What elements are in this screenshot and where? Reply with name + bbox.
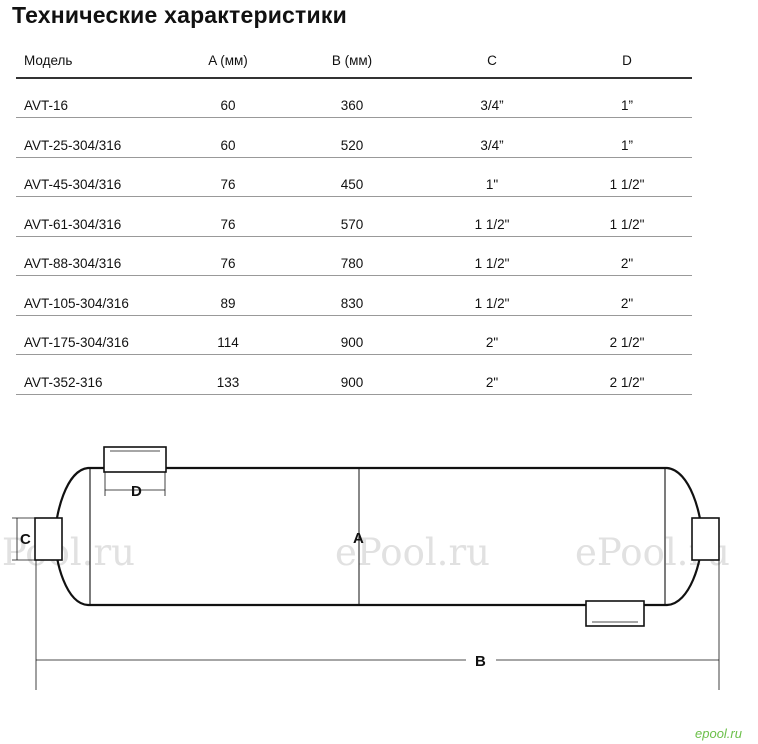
watermark: ePool.ru	[0, 531, 135, 574]
cell-c: 1 1/2"	[422, 196, 562, 237]
left-nozzle	[34, 517, 63, 561]
cell-model: AVT-45-304/316	[16, 157, 174, 197]
cell-model: AVT-352-316	[16, 354, 174, 395]
cell-d: 1 1/2"	[562, 157, 692, 197]
cell-d: 2"	[562, 275, 692, 316]
header-c: C	[422, 44, 562, 79]
dim-label-c: C	[20, 531, 31, 548]
cell-b: 570	[282, 196, 422, 237]
table-row: AVT-16 60 360 3/4” 1”	[16, 78, 692, 118]
dim-label-d: D	[131, 483, 142, 500]
cell-model: AVT-175-304/316	[16, 315, 174, 355]
cell-b: 900	[282, 354, 422, 395]
cell-a: 89	[174, 275, 282, 316]
vessel-body	[53, 466, 704, 607]
cell-b: 780	[282, 236, 422, 276]
cell-c: 3/4”	[422, 78, 562, 118]
table-row: AVT-25-304/316 60 520 3/4” 1”	[16, 117, 692, 158]
header-b: B (мм)	[282, 44, 422, 79]
cell-b: 520	[282, 117, 422, 158]
watermark: ePool.ru	[335, 531, 490, 574]
table-row: AVT-45-304/316 76 450 1" 1 1/2"	[16, 157, 692, 197]
cell-c: 1 1/2"	[422, 275, 562, 316]
cell-d: 1”	[562, 78, 692, 118]
cell-d: 1”	[562, 117, 692, 158]
header-a: A (мм)	[174, 44, 282, 79]
cell-a: 76	[174, 236, 282, 276]
cell-a: 76	[174, 196, 282, 237]
cell-c: 2"	[422, 354, 562, 395]
cell-a: 76	[174, 157, 282, 197]
cell-d: 1 1/2"	[562, 196, 692, 237]
table-row: AVT-175-304/316 114 900 2" 2 1/2"	[16, 315, 692, 355]
cell-c: 1 1/2"	[422, 236, 562, 276]
dim-label-a: A	[353, 530, 364, 547]
cell-b: 900	[282, 315, 422, 355]
cell-model: AVT-25-304/316	[16, 117, 174, 158]
cell-c: 2"	[422, 315, 562, 355]
heat-exchanger-diagram: ePool.ru ePool.ru ePool.ru D	[0, 446, 742, 741]
cell-b: 450	[282, 157, 422, 197]
header-model: Модель	[16, 44, 174, 79]
cell-a: 60	[174, 78, 282, 118]
cell-d: 2"	[562, 236, 692, 276]
table-header-row: Модель A (мм) B (мм) C D	[16, 44, 692, 79]
spec-table: Модель A (мм) B (мм) C D AVT-16 60 360 3…	[16, 44, 692, 395]
cell-c: 3/4”	[422, 117, 562, 158]
cell-model: AVT-16	[16, 78, 174, 118]
cell-b: 360	[282, 78, 422, 118]
right-nozzle	[691, 517, 720, 561]
page-title: Технические характеристики	[12, 2, 347, 28]
cell-model: AVT-88-304/316	[16, 236, 174, 276]
cell-model: AVT-61-304/316	[16, 196, 174, 237]
dim-label-b: B	[475, 653, 486, 670]
cell-d: 2 1/2"	[562, 315, 692, 355]
site-logo: epool.ru	[695, 726, 742, 741]
cell-a: 114	[174, 315, 282, 355]
table-row: AVT-61-304/316 76 570 1 1/2" 1 1/2"	[16, 196, 692, 237]
cell-d: 2 1/2"	[562, 354, 692, 395]
table-row: AVT-88-304/316 76 780 1 1/2" 2"	[16, 236, 692, 276]
table-row: AVT-352-316 133 900 2" 2 1/2"	[16, 354, 692, 395]
cell-b: 830	[282, 275, 422, 316]
cell-model: AVT-105-304/316	[16, 275, 174, 316]
cell-c: 1"	[422, 157, 562, 197]
cell-a: 133	[174, 354, 282, 395]
table-row: AVT-105-304/316 89 830 1 1/2" 2"	[16, 275, 692, 316]
header-d: D	[562, 44, 692, 79]
cell-a: 60	[174, 117, 282, 158]
